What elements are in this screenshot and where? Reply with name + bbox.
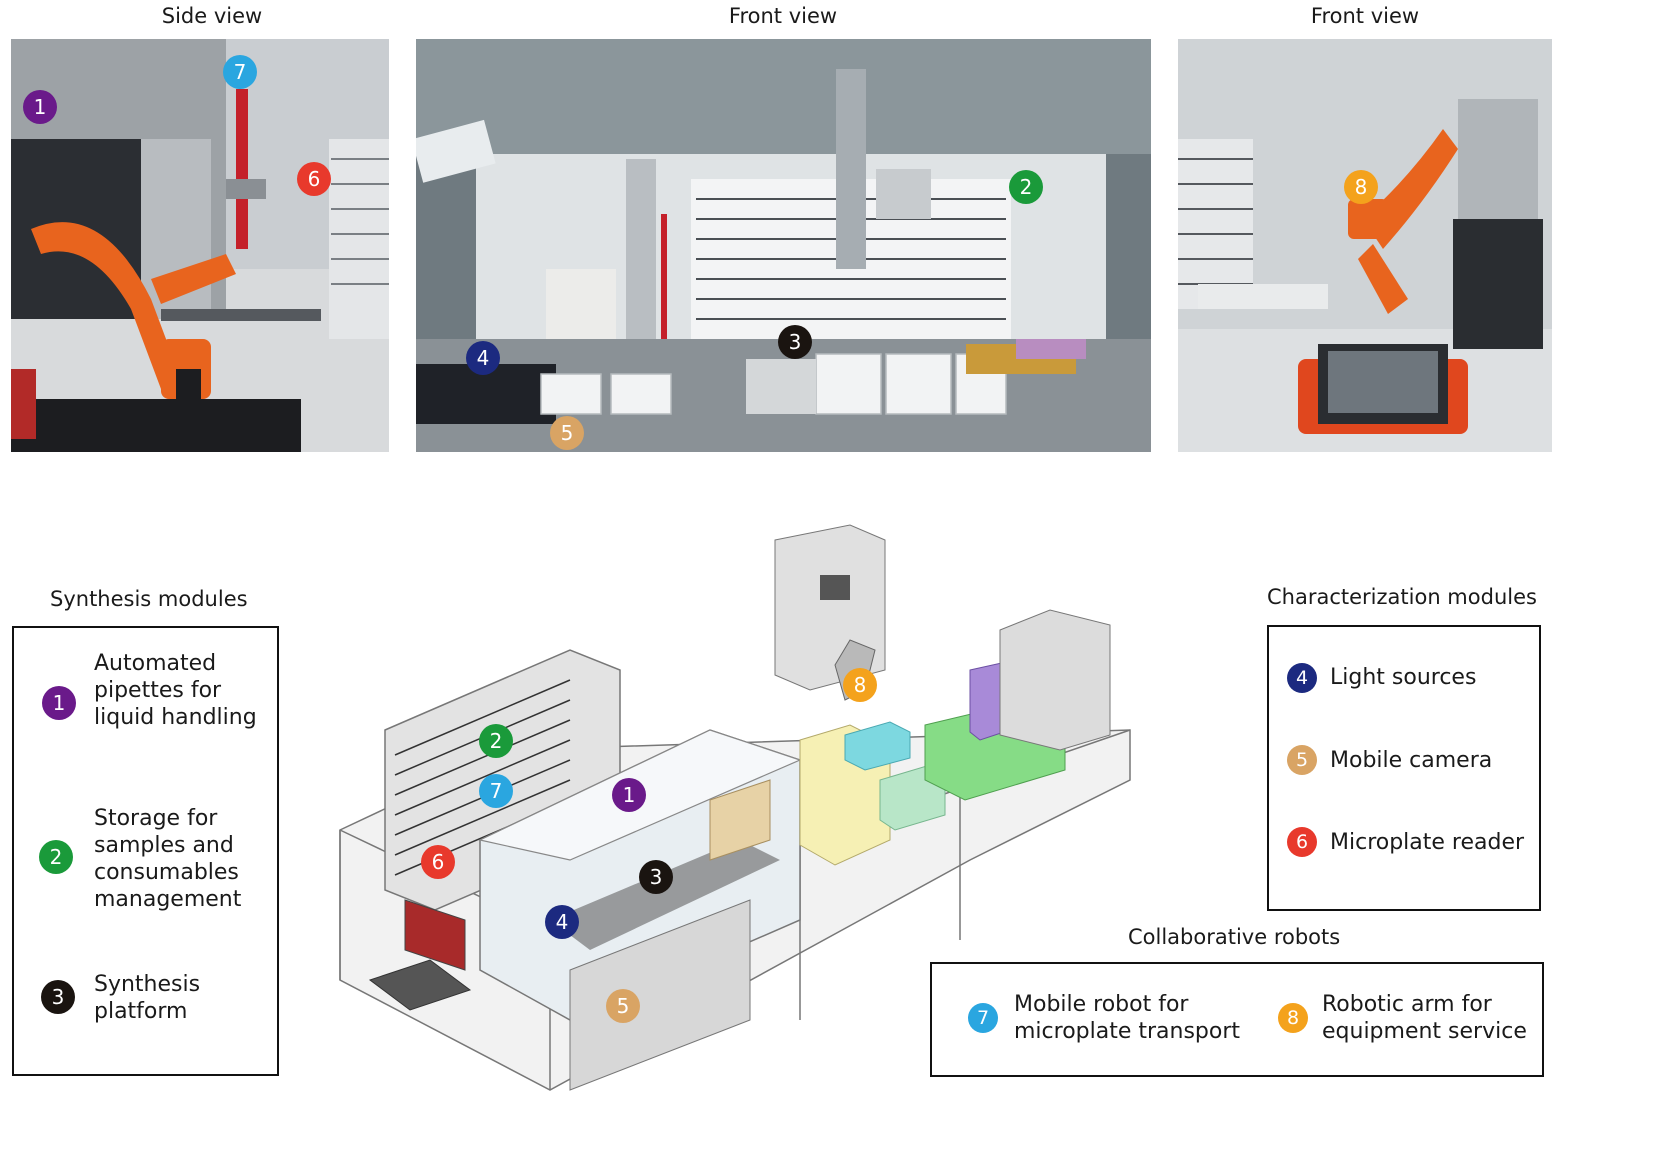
side-view-photo: [11, 39, 389, 452]
collaborative-robots-legend: [930, 962, 1544, 1077]
badge-4-front-photo: 4: [466, 341, 500, 375]
front-view-title-center: Front view: [728, 4, 838, 28]
legend-text-1: Automated pipettes for liquid handling: [94, 651, 257, 730]
badge-6-schematic: 6: [421, 845, 455, 879]
badge-7-side-photo: 7: [223, 55, 257, 89]
badge-5-schematic: 5: [606, 989, 640, 1023]
badge-1-schematic: 1: [612, 778, 646, 812]
badge-7-schematic: 7: [479, 774, 513, 808]
badge-1-side-photo: 1: [23, 90, 57, 124]
legend-text-4: Light sources: [1330, 665, 1477, 690]
legend-badge-8: 8: [1278, 1003, 1308, 1033]
badge-3-front-photo: 3: [778, 325, 812, 359]
badge-2-front-photo: 2: [1009, 170, 1043, 204]
badge-8-right-photo: 8: [1344, 170, 1378, 204]
badge-2-schematic: 2: [479, 724, 513, 758]
legend-text-2: Storage for samples and consumables mana…: [94, 806, 242, 912]
characterization-modules-title: Characterization modules: [1267, 585, 1537, 609]
badge-5-front-photo: 5: [550, 416, 584, 450]
legend-badge-5: 5: [1287, 745, 1317, 775]
legend-badge-4: 4: [1287, 663, 1317, 693]
badge-4-schematic: 4: [545, 905, 579, 939]
legend-text-3: Synthesis platform: [94, 972, 201, 1024]
front-view-title-right: Front view: [1310, 4, 1420, 28]
side-view-title: Side view: [161, 4, 263, 28]
badge-8-schematic: 8: [843, 668, 877, 702]
legend-text-8: Robotic arm for equipment service: [1322, 992, 1527, 1044]
synthesis-modules-title: Synthesis modules: [50, 587, 248, 611]
system-schematic-drawing: [330, 500, 1220, 1100]
legend-badge-2: 2: [39, 840, 73, 874]
legend-text-6: Microplate reader: [1330, 830, 1525, 855]
legend-badge-6: 6: [1287, 827, 1317, 857]
front-view-photo-right: [1178, 39, 1552, 452]
badge-3-schematic: 3: [639, 860, 673, 894]
collaborative-robots-title: Collaborative robots: [1128, 925, 1341, 949]
legend-badge-3: 3: [41, 980, 75, 1014]
legend-badge-7: 7: [968, 1003, 998, 1033]
front-view-photo-center: [416, 39, 1151, 452]
legend-text-5: Mobile camera: [1330, 748, 1493, 773]
badge-6-side-photo: 6: [297, 162, 331, 196]
legend-badge-1: 1: [42, 686, 76, 720]
legend-text-7: Mobile robot for microplate transport: [1014, 992, 1241, 1044]
